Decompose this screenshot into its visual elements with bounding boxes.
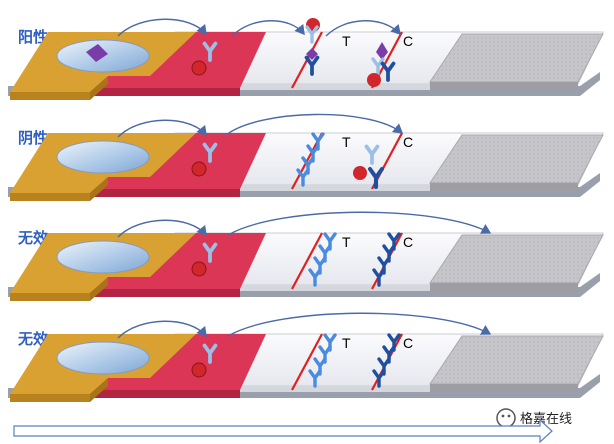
flow-arrow: [117, 119, 207, 138]
conjugate-antibody: [202, 242, 218, 263]
flow-direction-arrow: [13, 418, 553, 444]
antigen: [306, 48, 318, 60]
capture-antibody: [308, 369, 322, 388]
flow-arrow: [117, 219, 207, 238]
control-antibody: [367, 166, 385, 190]
capture-antibody: [304, 55, 320, 76]
captured-antibody: [305, 25, 319, 44]
row-label: 无效: [17, 229, 49, 247]
gold-particle: [191, 261, 207, 277]
row-label: 无效: [17, 330, 49, 348]
sample-well: [56, 341, 150, 375]
antigen: [376, 42, 388, 60]
flow-arrow: [117, 18, 207, 37]
test-line-label: T: [342, 335, 351, 351]
flow-arrow: [325, 20, 401, 37]
flow-arrow: [225, 113, 404, 136]
test-line-label: T: [342, 234, 351, 250]
test-line: [291, 232, 323, 290]
gold-particle: [367, 73, 381, 87]
sample-well: [56, 240, 150, 274]
sample-well: [56, 140, 150, 174]
watermark-text: 格嘉在线: [520, 411, 572, 427]
control-line-label: C: [403, 134, 413, 150]
conjugate-antibody: [202, 343, 218, 364]
test-line-label: T: [342, 134, 351, 150]
conjugate-antibody: [202, 142, 218, 163]
control-line-label: C: [403, 234, 413, 250]
strip-row: 无效 T C: [8, 211, 604, 301]
gold-particle: [191, 60, 207, 76]
row-label: 阳性: [18, 28, 48, 46]
gold-particle: [191, 161, 207, 177]
control-antibody: [372, 268, 386, 287]
strip-row: 无效 T C: [8, 312, 604, 402]
strip-row: 阴性 T C: [8, 113, 604, 201]
conjugate-antibody: [371, 57, 385, 76]
control-line-label: C: [403, 33, 413, 49]
row-label: 阴性: [18, 129, 48, 147]
gold-particle: [191, 362, 207, 378]
control-line-label: C: [403, 335, 413, 351]
capture-antibody: [308, 268, 322, 287]
control-antibody: [372, 369, 386, 388]
control-antibody: [380, 61, 396, 82]
strip-row: 阳性 T C: [8, 18, 604, 100]
conjugate-antibody: [202, 41, 218, 62]
flow-arrow: [231, 20, 305, 37]
watermark: 格嘉在线: [496, 408, 572, 428]
conjugate-antibody: [364, 144, 380, 165]
antigen: [86, 44, 108, 62]
flow-arrow: [227, 312, 492, 337]
test-line: [291, 333, 323, 391]
capture-antibody: [296, 168, 310, 187]
flow-arrow: [227, 211, 492, 236]
wechat-icon: [496, 408, 516, 428]
test-line-label: T: [342, 33, 351, 49]
gold-particle: [353, 166, 367, 180]
flow-arrow: [117, 320, 207, 339]
